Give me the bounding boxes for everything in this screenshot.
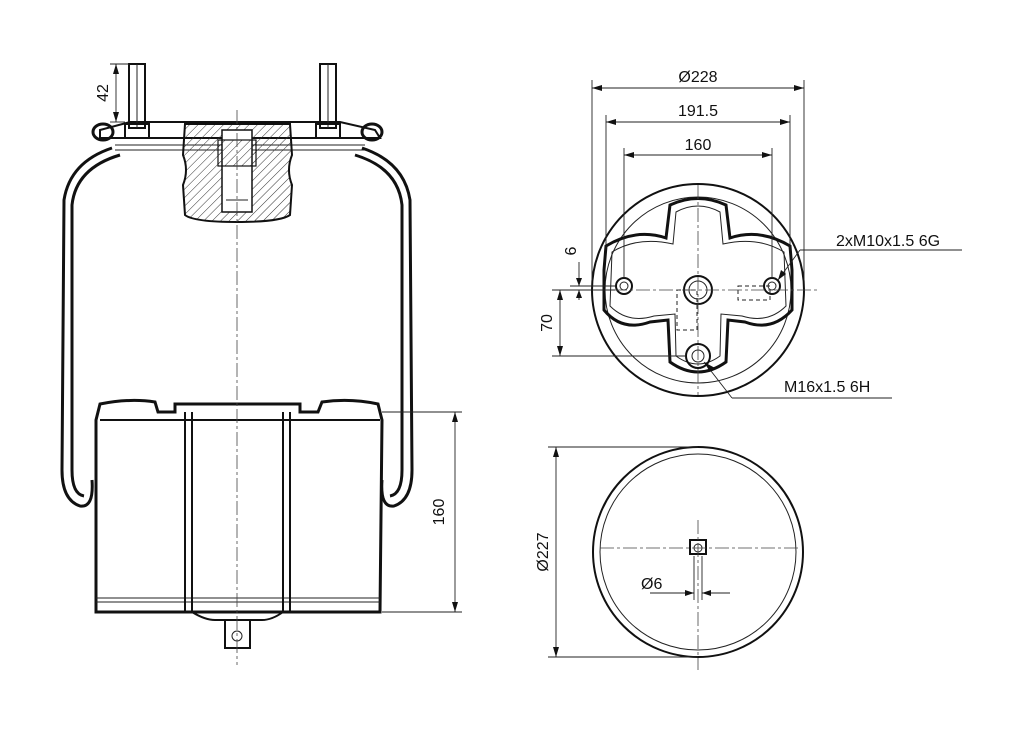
center-thread-label: M16x1.5 6H <box>784 379 870 396</box>
dim-stud-height: 42 <box>95 63 129 123</box>
dim-bottom-diameter: Ø227 <box>535 446 698 658</box>
piston <box>94 398 384 649</box>
dim-42-label: 42 <box>95 84 112 102</box>
dim-228-label: Ø228 <box>678 69 717 86</box>
dim-bolt-spacing: 160 <box>623 137 773 278</box>
top-view: Ø228 191.5 160 6 <box>539 69 962 399</box>
dim-mid-diameter: 191.5 <box>605 103 791 250</box>
dim-outer-diameter: Ø228 <box>591 69 805 280</box>
bottom-view: Ø227 Ø6 <box>535 446 804 670</box>
rubber-bellows <box>60 146 414 508</box>
side-view: 42 160 <box>60 63 462 665</box>
dim-center-offset: 70 <box>539 289 686 357</box>
callout-bolt-thread: 2xM10x1.5 6G <box>777 233 962 281</box>
bolt-hole-left <box>615 277 633 295</box>
mounting-stud-right <box>315 63 341 139</box>
dim-6-hole-label: Ø6 <box>641 576 662 593</box>
bolt-thread-label: 2xM10x1.5 6G <box>836 233 940 250</box>
mounting-stud-left <box>124 63 150 139</box>
center-boss-section <box>181 123 294 224</box>
dim-191-5-label: 191.5 <box>678 103 718 120</box>
dim-bottom-hole: Ø6 <box>641 556 730 600</box>
bottom-inner-circle <box>599 453 797 651</box>
dim-bolt-offset: 6 <box>563 246 615 300</box>
dim-227-label: Ø227 <box>535 532 552 571</box>
dim-160-height-label: 160 <box>431 499 448 526</box>
dim-height: 160 <box>382 411 462 613</box>
dim-70-label: 70 <box>539 314 556 332</box>
callout-center-thread: M16x1.5 6H <box>703 361 892 399</box>
dim-6-label: 6 <box>563 246 580 255</box>
dim-160-spacing-label: 160 <box>685 137 712 154</box>
